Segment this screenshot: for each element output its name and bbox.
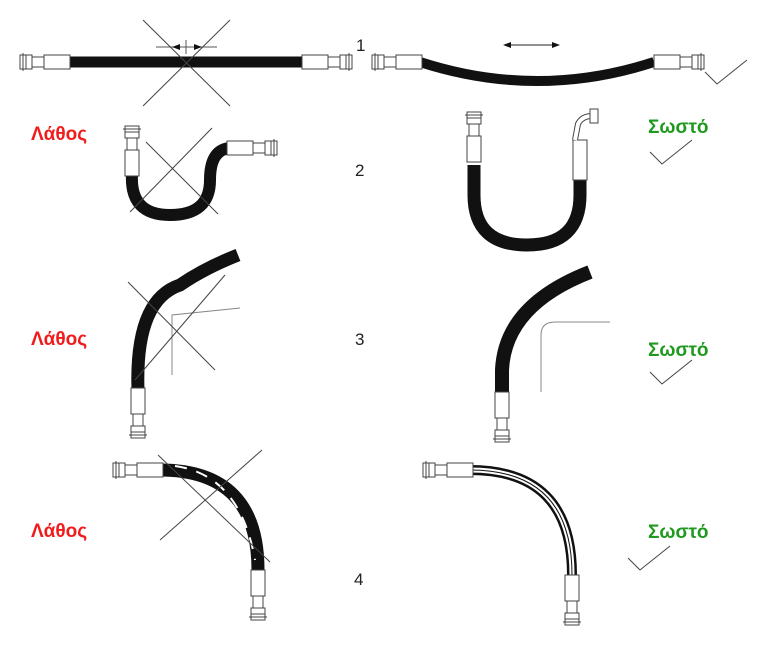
- row2-correct-hose: [464, 108, 599, 252]
- row3-correct-label: Σωστό: [648, 340, 709, 361]
- row2-wrong-label: Λάθος: [31, 124, 88, 145]
- row3-wrong-label: Λάθος: [31, 329, 88, 350]
- row-number-2: 2: [355, 161, 365, 180]
- row2-check-icon: [649, 139, 693, 165]
- row2-correct-label: Σωστό: [648, 117, 709, 138]
- row-number-4: 4: [354, 570, 364, 589]
- row-number-3: 3: [355, 330, 365, 349]
- row-number-1: 1: [356, 36, 366, 55]
- row1-cross-mark: [142, 19, 231, 107]
- row1-correct-hose: [371, 42, 705, 86]
- row4-correct-hose: [422, 460, 582, 626]
- row3-correct-hose: [492, 265, 610, 443]
- row4-wrong-hose: [112, 460, 268, 621]
- row3-check-icon: [649, 359, 693, 385]
- row1-check-icon: [704, 59, 748, 85]
- row3-cross-mark: [127, 274, 226, 381]
- row4-wrong-label: Λάθος: [31, 521, 88, 542]
- row3-wrong-hose: [128, 248, 241, 439]
- row4-check-icon: [627, 545, 671, 571]
- row2-cross-mark: [129, 127, 219, 215]
- row4-cross-mark: [157, 449, 271, 563]
- row1-wrong-hose: [19, 40, 353, 72]
- row4-correct-label: Σωστό: [648, 522, 709, 543]
- row2-wrong-hose: [122, 125, 278, 222]
